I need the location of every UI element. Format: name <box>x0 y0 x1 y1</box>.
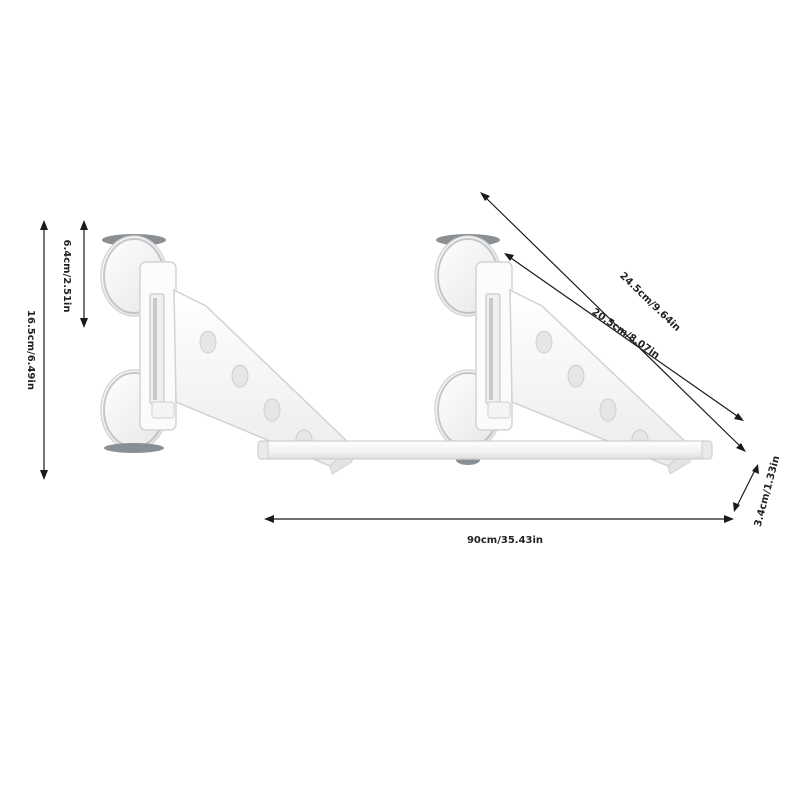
label-total-height: 16.5cm/6.49in <box>25 310 36 390</box>
label-arm-inner: 20.5cm/8.07in <box>590 307 662 362</box>
towel-bar <box>257 440 713 460</box>
left-folding-arm <box>173 288 354 475</box>
dim-arm-outer <box>480 192 746 452</box>
dim-suction-pitch <box>80 220 88 328</box>
dim-total-height <box>40 220 48 480</box>
label-bar-width: 90cm/35.43in <box>467 535 543 546</box>
label-suction-pitch: 6.4cm/2.51in <box>61 240 72 313</box>
dim-bar-width <box>264 515 734 523</box>
label-arm-outer: 24.5cm/9.64in <box>617 270 682 333</box>
left-holder <box>100 234 354 475</box>
dim-arm-inner <box>504 253 744 421</box>
dim-arm-thickness <box>733 464 759 512</box>
right-holder <box>434 234 692 475</box>
